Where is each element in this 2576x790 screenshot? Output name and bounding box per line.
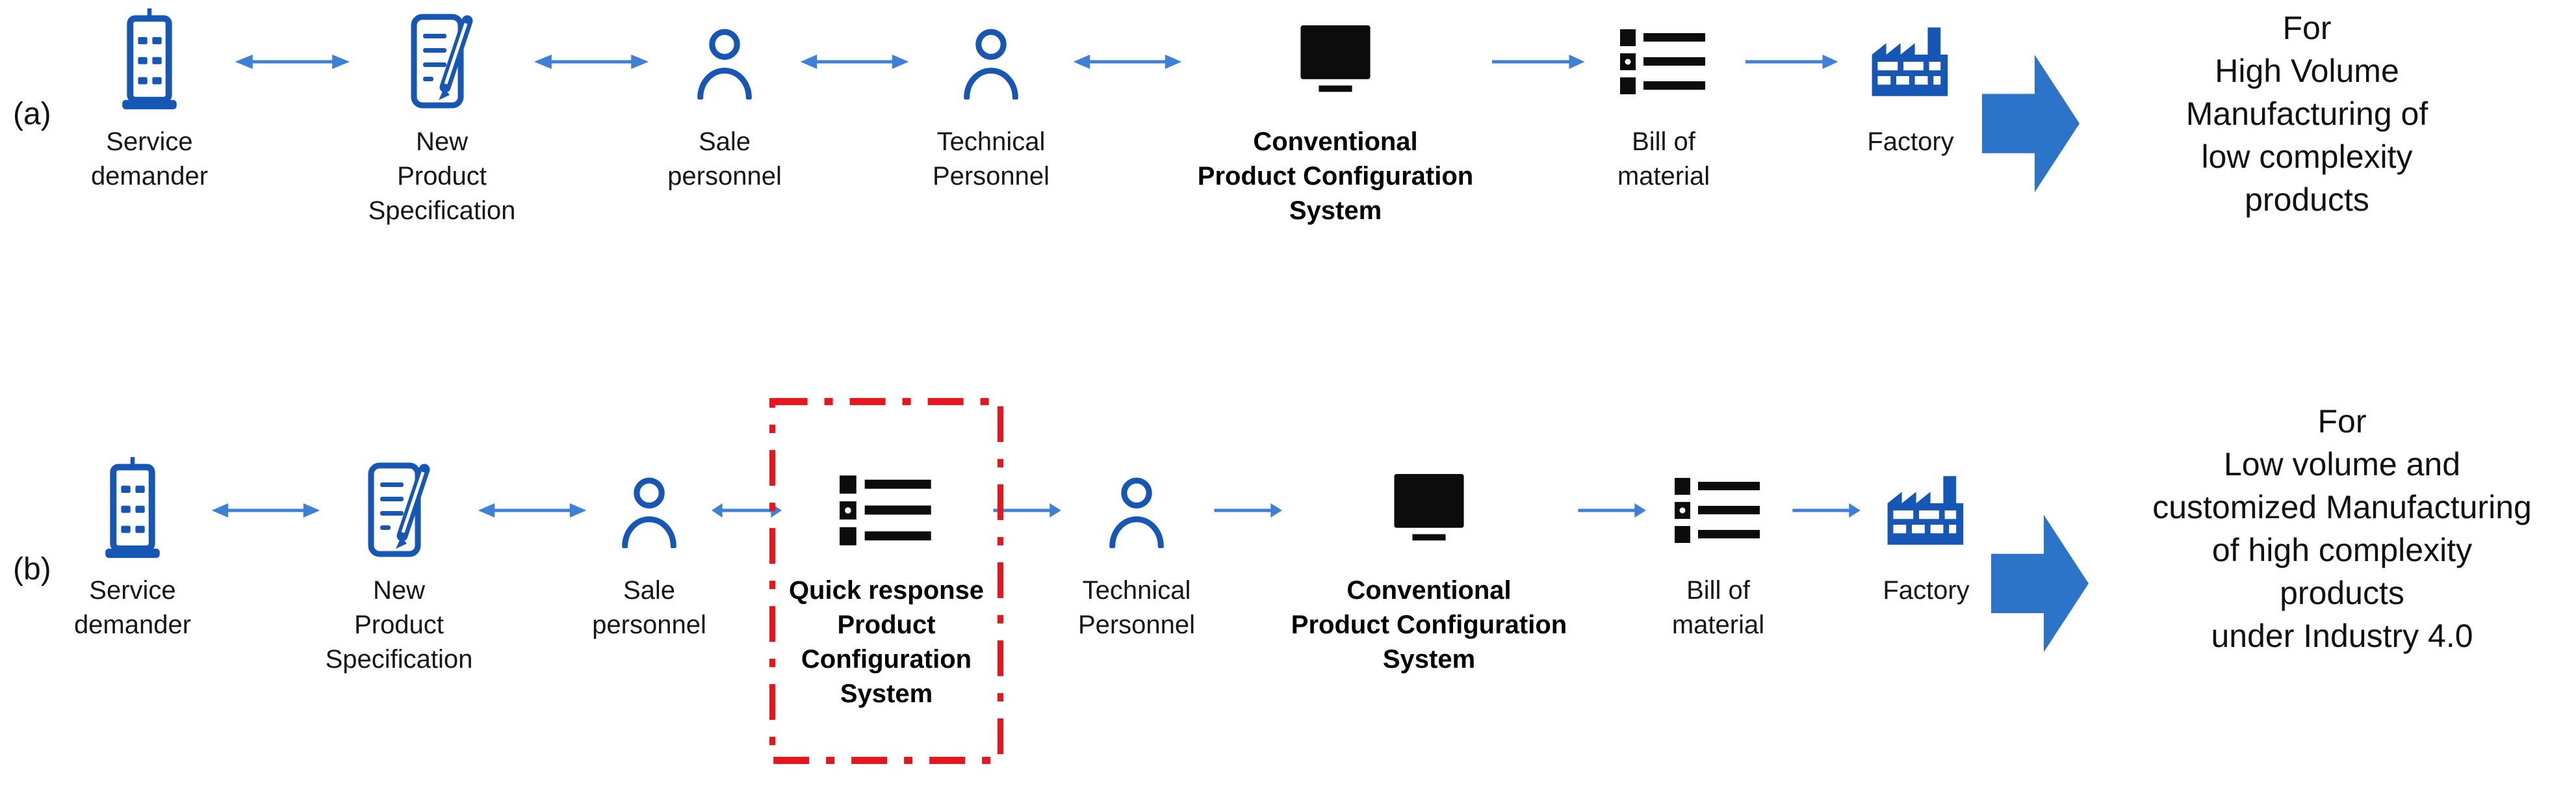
building-icon: [97, 457, 168, 564]
double-arrow: [1072, 47, 1183, 76]
building-icon: [114, 8, 185, 116]
node-conventional-pcs: Conventional Product Configuration Syste…: [1283, 455, 1575, 676]
person-icon: [691, 24, 758, 99]
node-new-product-specification: New Product Specification: [321, 455, 477, 676]
node-technical-personnel: Technical Personnel: [1062, 455, 1211, 642]
bom-list-icon: [840, 475, 934, 546]
node-label: Sale personnel: [592, 576, 706, 640]
node-label: Conventional Product Configuration Syste…: [1291, 576, 1567, 674]
node-conventional-pcs: Conventional Product Configuration Syste…: [1183, 7, 1488, 228]
node-sale-personnel: Sale personnel: [650, 7, 799, 194]
node-service-demander: Service demander: [55, 455, 211, 642]
person-icon: [1103, 473, 1170, 548]
node-label: Factory: [1867, 127, 1954, 156]
single-arrow: [1742, 47, 1839, 76]
node-label: New Product Specification: [368, 127, 516, 225]
person-icon: [616, 473, 682, 548]
node-label: Bill of material: [1617, 127, 1710, 191]
single-arrow: [1575, 496, 1647, 525]
node-label: Service demander: [73, 576, 192, 640]
node-quick-response-pcs: Quick response Product Configuration Sys…: [769, 398, 1003, 765]
node-factory: Factory: [1861, 455, 1991, 608]
row-b-tag: (b): [13, 552, 51, 587]
document-pen-icon: [361, 462, 437, 559]
node-label: Technical Personnel: [932, 127, 1050, 191]
node-label: Technical Personnel: [1077, 576, 1196, 640]
double-arrow: [799, 47, 910, 76]
node-factory: Factory: [1839, 7, 1982, 159]
single-arrow: [1488, 47, 1586, 76]
node-bill-of-material: Bill of material: [1647, 455, 1790, 642]
double-arrow: [211, 496, 321, 525]
node-technical-personnel: Technical Personnel: [910, 7, 1072, 194]
node-label: Service demander: [90, 127, 209, 191]
node-label: Bill of material: [1671, 576, 1765, 640]
monitor-icon: [1389, 474, 1469, 547]
double-arrow: [533, 47, 650, 76]
block-arrow-icon: [1982, 55, 2080, 192]
person-icon: [958, 24, 1024, 99]
bom-list-icon: [1620, 29, 1708, 94]
node-label: Factory: [1883, 576, 1970, 605]
double-arrow: [234, 47, 351, 76]
single-arrow: [1790, 496, 1861, 525]
node-label: Conventional Product Configuration Syste…: [1197, 127, 1474, 225]
monitor-icon: [1296, 25, 1375, 98]
node-label: New Product Specification: [325, 576, 473, 674]
single-arrow: [990, 496, 1062, 525]
node-bill-of-material: Bill of material: [1586, 7, 1742, 194]
node-sale-personnel: Sale personnel: [587, 455, 711, 642]
single-arrow: [1211, 496, 1283, 525]
double-arrow: [477, 496, 587, 525]
factory-icon: [1868, 26, 1953, 98]
row-b-outcome-text: For Low volume and customized Manufactur…: [2152, 403, 2532, 655]
double-arrow: [711, 496, 782, 525]
node-label: Quick response Product Configuration Sys…: [788, 576, 985, 708]
node-label: Sale personnel: [667, 127, 782, 191]
row-a-tag: (a): [13, 97, 51, 131]
flow-row-a: (a) Service demander New Product Specifi…: [13, 7, 2576, 228]
document-pen-icon: [404, 13, 480, 111]
factory-icon: [1883, 475, 1969, 546]
flow-row-b: (b) Service demander New Product Specifi…: [13, 384, 2576, 765]
row-a-outcome-text: For High Volume Manufacturing of low com…: [2185, 10, 2428, 218]
bom-list-icon: [1675, 478, 1762, 543]
block-arrow-icon: [1991, 514, 2089, 652]
node-service-demander: Service demander: [65, 7, 234, 194]
node-new-product-specification: New Product Specification: [351, 7, 533, 228]
